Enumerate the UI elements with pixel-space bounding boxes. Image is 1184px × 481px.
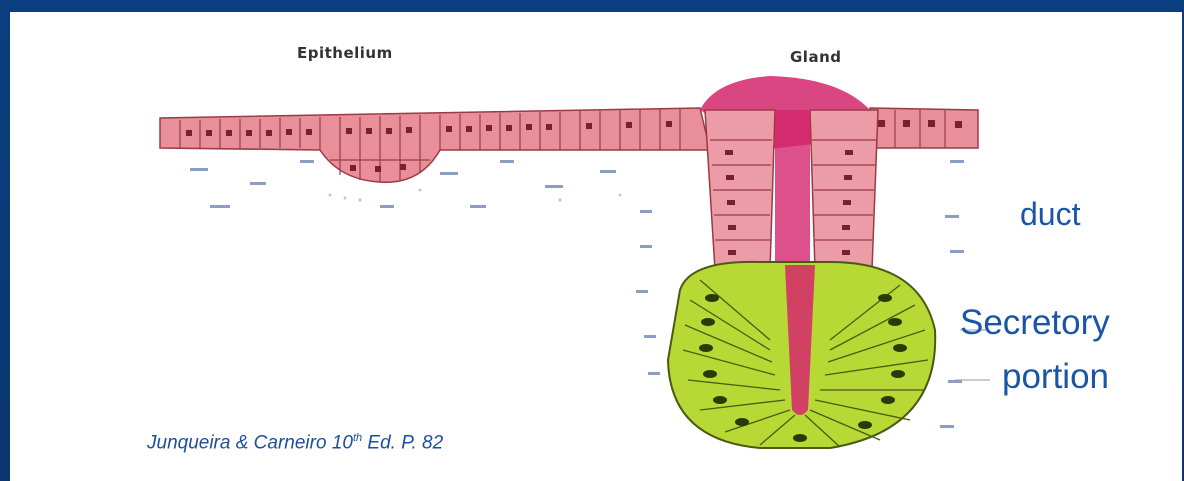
citation-main: Junqueira & Carneiro 10 [147,432,353,453]
citation-page: Ed. P. 82 [362,432,443,453]
secretory-portion [668,262,935,448]
citation: Junqueira & Carneiro 10th Ed. P. 82 [147,432,443,454]
citation-superscript: th [353,432,362,444]
epithelium-right [870,108,978,148]
secretory-label-line2: portion [1002,357,1109,397]
epithelium-label: Epithelium [297,44,393,62]
duct-label: duct [1020,196,1080,233]
gland-duct [705,110,878,280]
gland-label: Gland [790,48,842,66]
secretory-label-line1: Secretory [960,303,1110,343]
epithelium-layer [160,108,710,182]
